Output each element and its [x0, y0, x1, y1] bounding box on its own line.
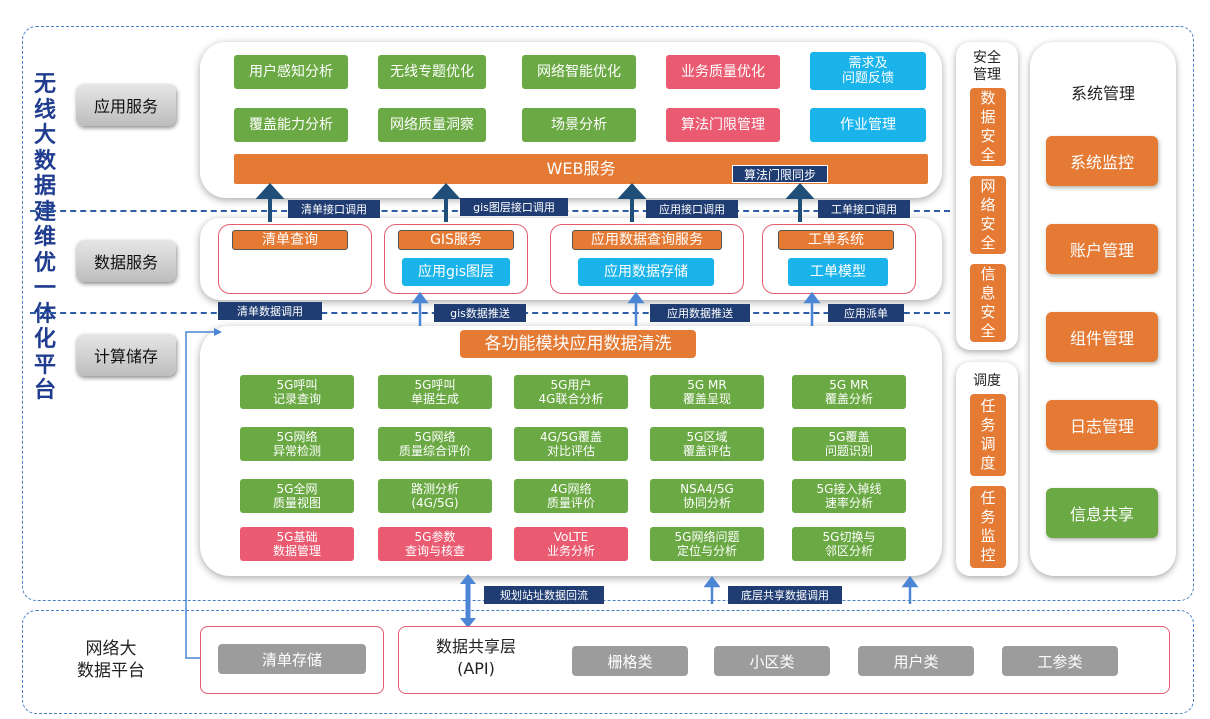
- compute-module[interactable]: 5G网络 异常检测: [240, 427, 354, 461]
- scheduling-task-monitor[interactable]: 任务监控: [970, 486, 1006, 568]
- bigdata-title: 网络大 数据平台: [77, 639, 145, 681]
- compute-module[interactable]: 5G MR 覆盖呈现: [650, 375, 764, 409]
- list-storage-button[interactable]: 清单存储: [218, 644, 366, 674]
- security-data[interactable]: 数据安全: [970, 88, 1006, 166]
- ticket-model-button[interactable]: 工单模型: [788, 258, 888, 286]
- scheduling-task-dispatch[interactable]: 任务调度: [970, 394, 1006, 476]
- algo-sync-label: 算法门限同步: [732, 165, 828, 183]
- list-query-button[interactable]: 清单查询: [232, 230, 348, 250]
- gis-service-button[interactable]: GIS服务: [398, 230, 514, 250]
- bottom-label-site-return: 规划站址数据回流: [484, 586, 604, 604]
- layer-data-service[interactable]: 数据服务: [76, 240, 176, 282]
- compute-module[interactable]: 4G/5G覆盖 对比评估: [514, 427, 628, 461]
- sysmgmt-component-button[interactable]: 组件管理: [1046, 312, 1158, 362]
- app-module-scene-analysis[interactable]: 场景分析: [522, 108, 636, 142]
- sysmgmt-panel: [1030, 42, 1176, 576]
- app-module-service-quality[interactable]: 业务质量优化: [666, 55, 780, 89]
- sysmgmt-log-button[interactable]: 日志管理: [1046, 400, 1158, 450]
- compute-module[interactable]: 路测分析 (4G/5G): [378, 479, 492, 513]
- compute-module[interactable]: NSA4/5G 协同分析: [650, 479, 764, 513]
- api-label-app: 应用接口调用: [646, 200, 738, 218]
- layer-compute-storage[interactable]: 计算储存: [76, 334, 176, 376]
- platform-title: 无线大数据建维优一体化平台: [33, 72, 56, 403]
- data-share-layer-title: 数据共享层 (API): [435, 637, 516, 678]
- compute-module[interactable]: 5G基础 数据管理: [240, 527, 354, 561]
- app-module-algo-threshold[interactable]: 算法门限管理: [666, 108, 780, 142]
- compute-module[interactable]: 4G网络 质量评价: [514, 479, 628, 513]
- api-label-list: 清单接口调用: [288, 200, 380, 218]
- sysmgmt-monitor-button[interactable]: 系统监控: [1046, 136, 1158, 186]
- gis-layer-button[interactable]: 应用gis图层: [402, 258, 510, 286]
- ticket-system-button[interactable]: 工单系统: [778, 230, 894, 250]
- push-label-app: 应用数据推送: [650, 304, 750, 322]
- app-data-query-button[interactable]: 应用数据查询服务: [572, 230, 722, 250]
- compute-module[interactable]: 5G MR 覆盖分析: [792, 375, 906, 409]
- compute-module[interactable]: 5G全网 质量视图: [240, 479, 354, 513]
- sysmgmt-title: 系统管理: [1070, 84, 1135, 103]
- app-data-storage-button[interactable]: 应用数据存储: [578, 258, 714, 286]
- security-data-label: 数据安全: [980, 89, 996, 164]
- security-title: 安全 管理: [973, 50, 1001, 83]
- compute-module[interactable]: VoLTE 业务分析: [514, 527, 628, 561]
- security-info[interactable]: 信息安全: [970, 264, 1006, 342]
- compute-module[interactable]: 5G网络 质量综合评价: [378, 427, 492, 461]
- compute-module[interactable]: 5G呼叫 单据生成: [378, 375, 492, 409]
- security-network[interactable]: 网络安全: [970, 176, 1006, 254]
- api-label-gis: gis图层接口调用: [460, 198, 568, 216]
- compute-module[interactable]: 5G切换与 邻区分析: [792, 527, 906, 561]
- scheduling-title: 调度: [973, 373, 1001, 389]
- app-module-wireless-topic[interactable]: 无线专题优化: [378, 55, 486, 89]
- api-label-ticket: 工单接口调用: [818, 200, 910, 218]
- app-module-job-management[interactable]: 作业管理: [810, 108, 926, 142]
- app-module-network-insight[interactable]: 网络质量洞察: [378, 108, 486, 142]
- scheduling-task-dispatch-label: 任务调度: [980, 397, 996, 472]
- sysmgmt-info-share-button[interactable]: 信息共享: [1046, 488, 1158, 538]
- app-module-user-perception[interactable]: 用户感知分析: [234, 55, 348, 89]
- security-info-label: 信息安全: [980, 265, 996, 340]
- app-module-requirement-feedback[interactable]: 需求及 问题反馈: [810, 52, 926, 90]
- app-module-coverage[interactable]: 覆盖能力分析: [234, 108, 348, 142]
- compute-module[interactable]: 5G网络问题 定位与分析: [650, 527, 764, 561]
- push-label-gis: gis数据推送: [434, 304, 526, 322]
- share-cell-button[interactable]: 小区类: [714, 646, 830, 676]
- compute-module[interactable]: 5G覆盖 问题识别: [792, 427, 906, 461]
- share-param-button[interactable]: 工参类: [1002, 646, 1118, 676]
- share-grid-button[interactable]: 栅格类: [572, 646, 688, 676]
- main-platform-frame: [22, 26, 1194, 601]
- scheduling-task-monitor-label: 任务监控: [980, 489, 996, 564]
- push-label-list: 清单数据调用: [218, 302, 322, 320]
- push-label-dispatch: 应用派单: [828, 304, 904, 322]
- compute-module[interactable]: 5G参数 查询与核查: [378, 527, 492, 561]
- compute-module[interactable]: 5G呼叫 记录查询: [240, 375, 354, 409]
- bigdata-platform-frame: [22, 610, 1194, 714]
- app-module-network-smart[interactable]: 网络智能优化: [522, 55, 636, 89]
- compute-module[interactable]: 5G用户 4G联合分析: [514, 375, 628, 409]
- compute-module[interactable]: 5G区域 覆盖评估: [650, 427, 764, 461]
- security-network-label: 网络安全: [980, 177, 996, 252]
- cleaning-title[interactable]: 各功能模块应用数据清洗: [460, 330, 696, 358]
- share-user-button[interactable]: 用户类: [858, 646, 974, 676]
- bottom-label-shared-call: 底层共享数据调用: [728, 586, 842, 604]
- sysmgmt-account-button[interactable]: 账户管理: [1046, 224, 1158, 274]
- layer-app-service[interactable]: 应用服务: [76, 84, 176, 126]
- compute-module[interactable]: 5G接入掉线 速率分析: [792, 479, 906, 513]
